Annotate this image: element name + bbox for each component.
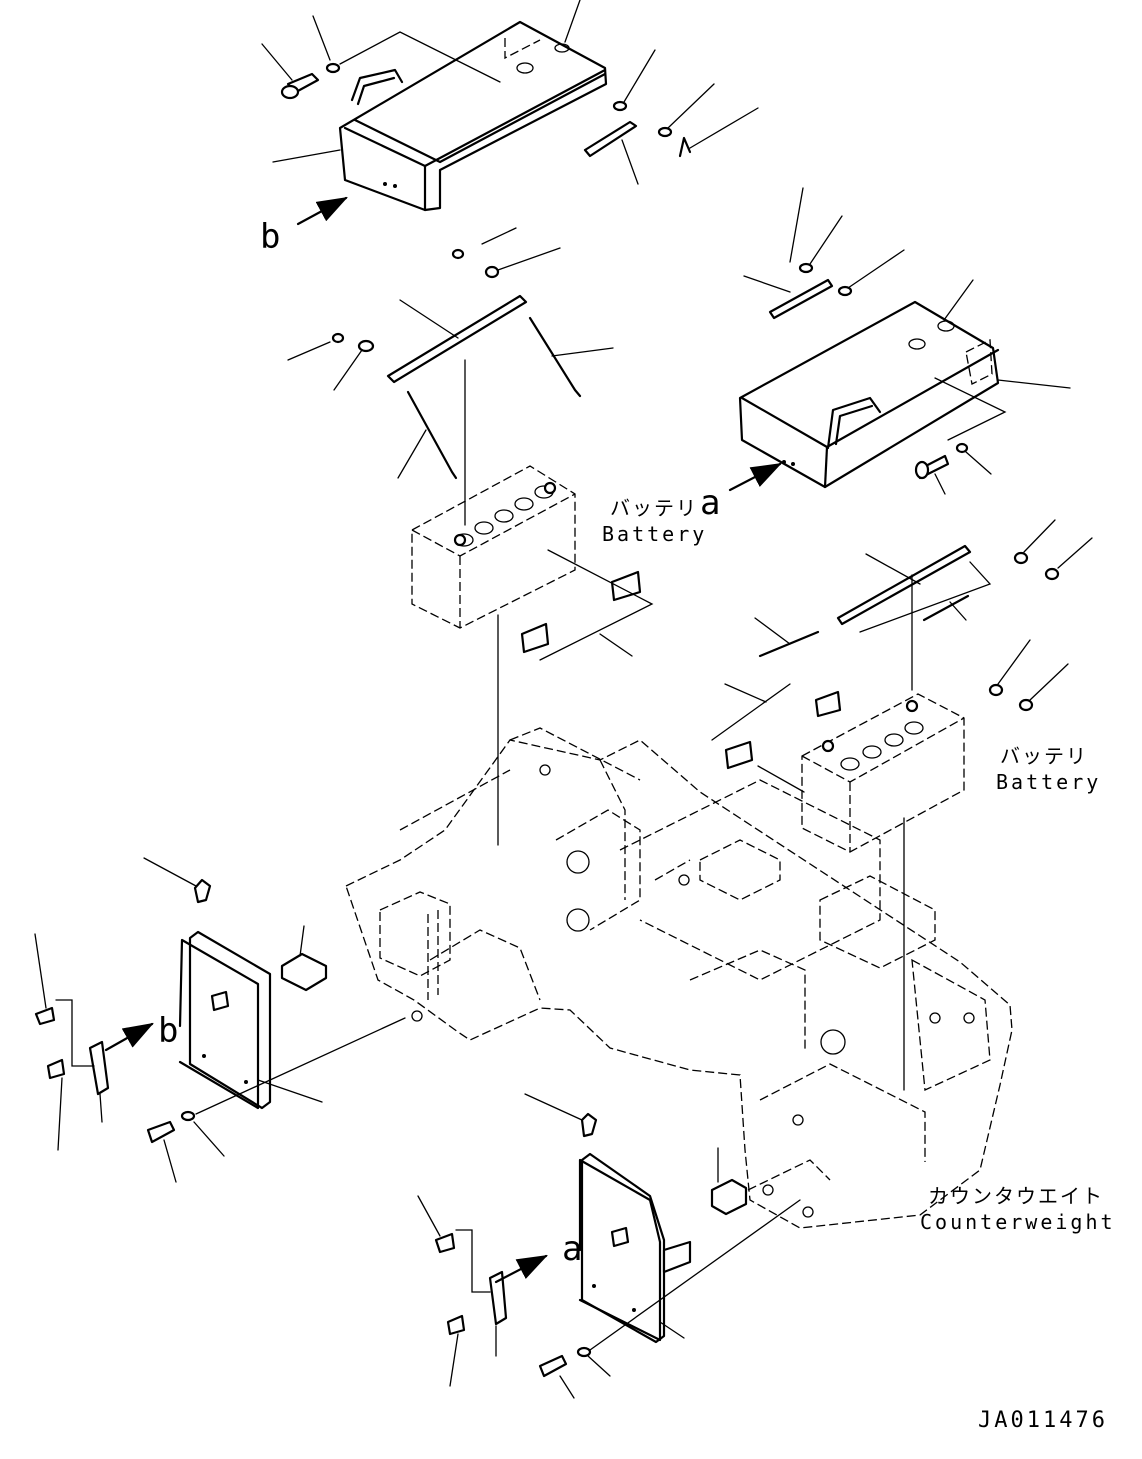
ref-arrow-b <box>296 196 348 226</box>
battery-cover-left <box>338 20 608 212</box>
battery-right-label-en: Battery <box>602 522 708 546</box>
ref-label-b-top: b <box>260 217 281 257</box>
battery-lower-label-en: Battery <box>996 770 1102 794</box>
battery-lower-label-ja: バッテリ <box>1000 744 1088 768</box>
battery-hold-down-left <box>331 248 582 480</box>
battery-right <box>801 693 965 853</box>
leader-lines-top <box>261 0 759 185</box>
battery-pads-right <box>711 683 842 793</box>
drawing-number: JA011476 <box>978 1408 1108 1433</box>
ref-label-a-top: a <box>700 483 721 523</box>
ref-label-a-lower: a <box>562 1229 583 1269</box>
cover-rod-top <box>583 100 692 158</box>
ref-label-b-lower: b <box>158 1011 179 1051</box>
ref-arrow-a <box>728 462 782 492</box>
battery-cover-right <box>738 300 1000 489</box>
leader-lines-right-cover-lower <box>417 1093 801 1399</box>
leader-lines-right-battery <box>724 519 1093 703</box>
counterweight-frame <box>345 727 1013 1229</box>
battery-right-label-ja: バッテリ <box>610 496 698 520</box>
leader-lines-left-battery <box>287 227 614 479</box>
battery-hold-down-right <box>758 544 1060 712</box>
battery-pads-left <box>520 549 654 661</box>
battery-left <box>411 465 576 629</box>
assembly-lines <box>464 359 913 1091</box>
counterweight-label-ja: カウンタウエイト <box>928 1184 1104 1208</box>
cover-bolt-top-left <box>280 62 341 100</box>
access-cover-right <box>434 1112 748 1378</box>
leader-lines-left-cover <box>34 857 406 1183</box>
access-cover-left <box>34 878 328 1144</box>
counterweight-label-en: Counterweight <box>920 1210 1116 1234</box>
cover-rod-right <box>768 262 969 480</box>
leader-lines-right-cover <box>743 187 1071 495</box>
